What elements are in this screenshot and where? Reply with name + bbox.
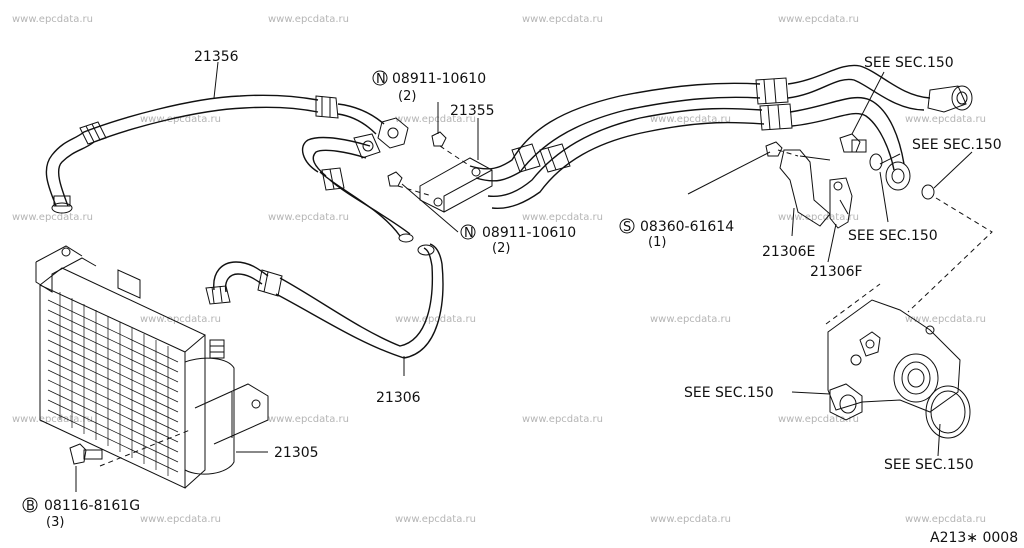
pipe-pair [469,64,973,209]
label-see-sec-5: SEE SEC.150 [884,457,974,473]
label-nut-top: 08911-10610 [392,71,486,87]
watermark: www.epcdata.ru [778,212,859,223]
watermark: www.epcdata.ru [140,314,221,325]
watermark: www.epcdata.ru [522,414,603,425]
label-21306f: 21306F [810,264,863,280]
watermark: www.epcdata.ru [778,414,859,425]
hose-21306 [205,243,444,359]
watermark: www.epcdata.ru [12,414,93,425]
nut-symbol-circle [460,224,476,240]
label-21306e: 21306E [762,244,815,260]
connection-link [907,197,993,313]
watermark: www.epcdata.ru [140,114,221,125]
label-screw: 08360-61614 [640,219,734,235]
oil-cooler [35,245,269,489]
watermark: www.epcdata.ru [522,212,603,223]
label-21306: 21306 [376,390,421,406]
clips [765,133,935,229]
watermark: www.epcdata.ru [650,114,731,125]
watermark: www.epcdata.ru [905,514,986,525]
label-see-sec-1: SEE SEC.150 [864,55,954,71]
screw-symbol: S [623,220,631,235]
watermark: www.epcdata.ru [650,514,731,525]
diagram-code: A213∗ 0008 [930,530,1018,546]
watermark: www.epcdata.ru [905,314,986,325]
watermark: www.epcdata.ru [12,14,93,25]
bolt-symbol: B [26,499,35,514]
leader-lines [75,61,973,492]
label-21356: 21356 [194,49,239,65]
qty-bolt: (3) [46,515,64,530]
watermark: www.epcdata.ru [778,14,859,25]
watermark: www.epcdata.ru [905,114,986,125]
nut-symbol: N [464,226,474,241]
watermark: www.epcdata.ru [268,212,349,223]
watermark: www.epcdata.ru [140,514,221,525]
label-nut-mid: 08911-10610 [482,225,576,241]
label-see-sec-4: SEE SEC.150 [684,385,774,401]
watermark: www.epcdata.ru [395,514,476,525]
label-21305: 21305 [274,445,319,461]
watermark-layer: www.epcdata.ru www.epcdata.ru www.epcdat… [12,14,986,525]
connection-link [825,283,881,325]
nut-symbol: N [376,72,386,87]
watermark: www.epcdata.ru [268,14,349,25]
bolt-symbol-circle [22,497,38,513]
bolt-link [99,429,191,467]
label-see-sec-3: SEE SEC.150 [848,228,938,244]
watermark: www.epcdata.ru [12,212,93,223]
screw-symbol-circle [619,218,635,234]
watermark: www.epcdata.ru [268,414,349,425]
cooler-bolt [69,443,103,465]
label-bolt: 08116-8161G [44,498,140,514]
label-21355: 21355 [450,103,495,119]
nut-symbol-circle [372,70,388,86]
qty-nut-mid: (2) [492,241,510,256]
watermark: www.epcdata.ru [395,314,476,325]
labels: 21356 N 08911-10610 (2) 21355 N 08911-10… [22,49,1018,546]
qty-screw: (1) [648,235,666,250]
power-steering-pump [827,299,971,439]
watermark: www.epcdata.ru [650,314,731,325]
label-see-sec-2: SEE SEC.150 [912,137,1002,153]
watermark: www.epcdata.ru [395,114,476,125]
watermark: www.epcdata.ru [522,14,603,25]
hose-mid [301,133,414,243]
qty-nut-top: (2) [398,89,416,104]
hose-21356 [45,94,409,214]
